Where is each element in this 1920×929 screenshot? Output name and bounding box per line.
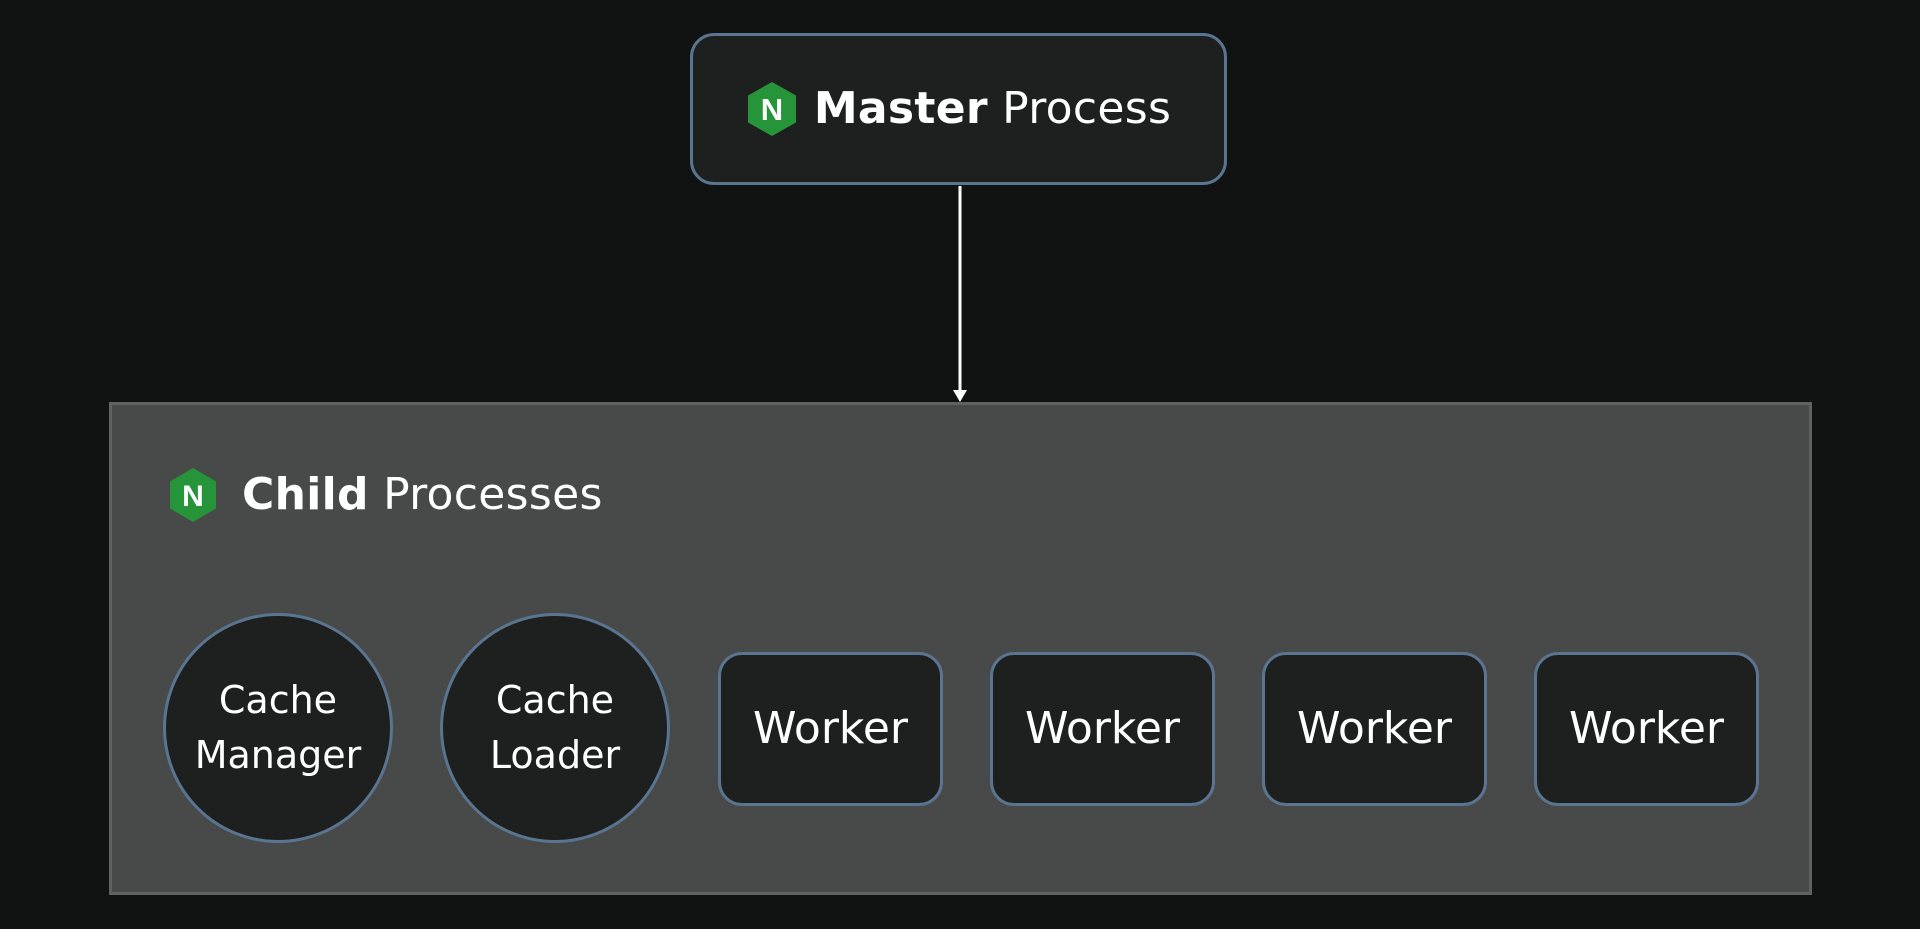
master-process-node: N Master Process: [690, 33, 1227, 185]
svg-text:N: N: [182, 480, 204, 513]
worker-node: Worker: [1534, 652, 1759, 806]
nginx-logo-icon: N: [746, 81, 798, 137]
cache-manager-label: Cache Manager: [194, 677, 362, 777]
children-title-strong: Child: [242, 469, 369, 520]
master-title-strong: Master: [813, 83, 988, 134]
worker-label: Worker: [1296, 703, 1452, 754]
worker-node: Worker: [1262, 652, 1487, 806]
cache-manager-node: Cache Manager: [163, 613, 393, 843]
cache-loader-node: Cache Loader: [440, 613, 670, 843]
worker-label: Worker: [752, 703, 908, 754]
worker-label: Worker: [1024, 703, 1180, 754]
children-title-light: Processes: [383, 469, 603, 520]
master-to-children-arrow: [950, 186, 970, 404]
child-processes-container: N Child Processes Cache Manager Cache Lo…: [109, 402, 1812, 895]
svg-text:N: N: [761, 92, 783, 127]
worker-label: Worker: [1568, 703, 1724, 754]
worker-node: Worker: [718, 652, 943, 806]
nginx-logo-icon: N: [168, 467, 218, 523]
master-title-light: Process: [1002, 83, 1172, 134]
master-process-title: N Master Process: [746, 81, 1171, 137]
worker-node: Worker: [990, 652, 1215, 806]
cache-loader-label: Cache Loader: [489, 677, 621, 777]
child-processes-title: N Child Processes: [168, 467, 603, 523]
